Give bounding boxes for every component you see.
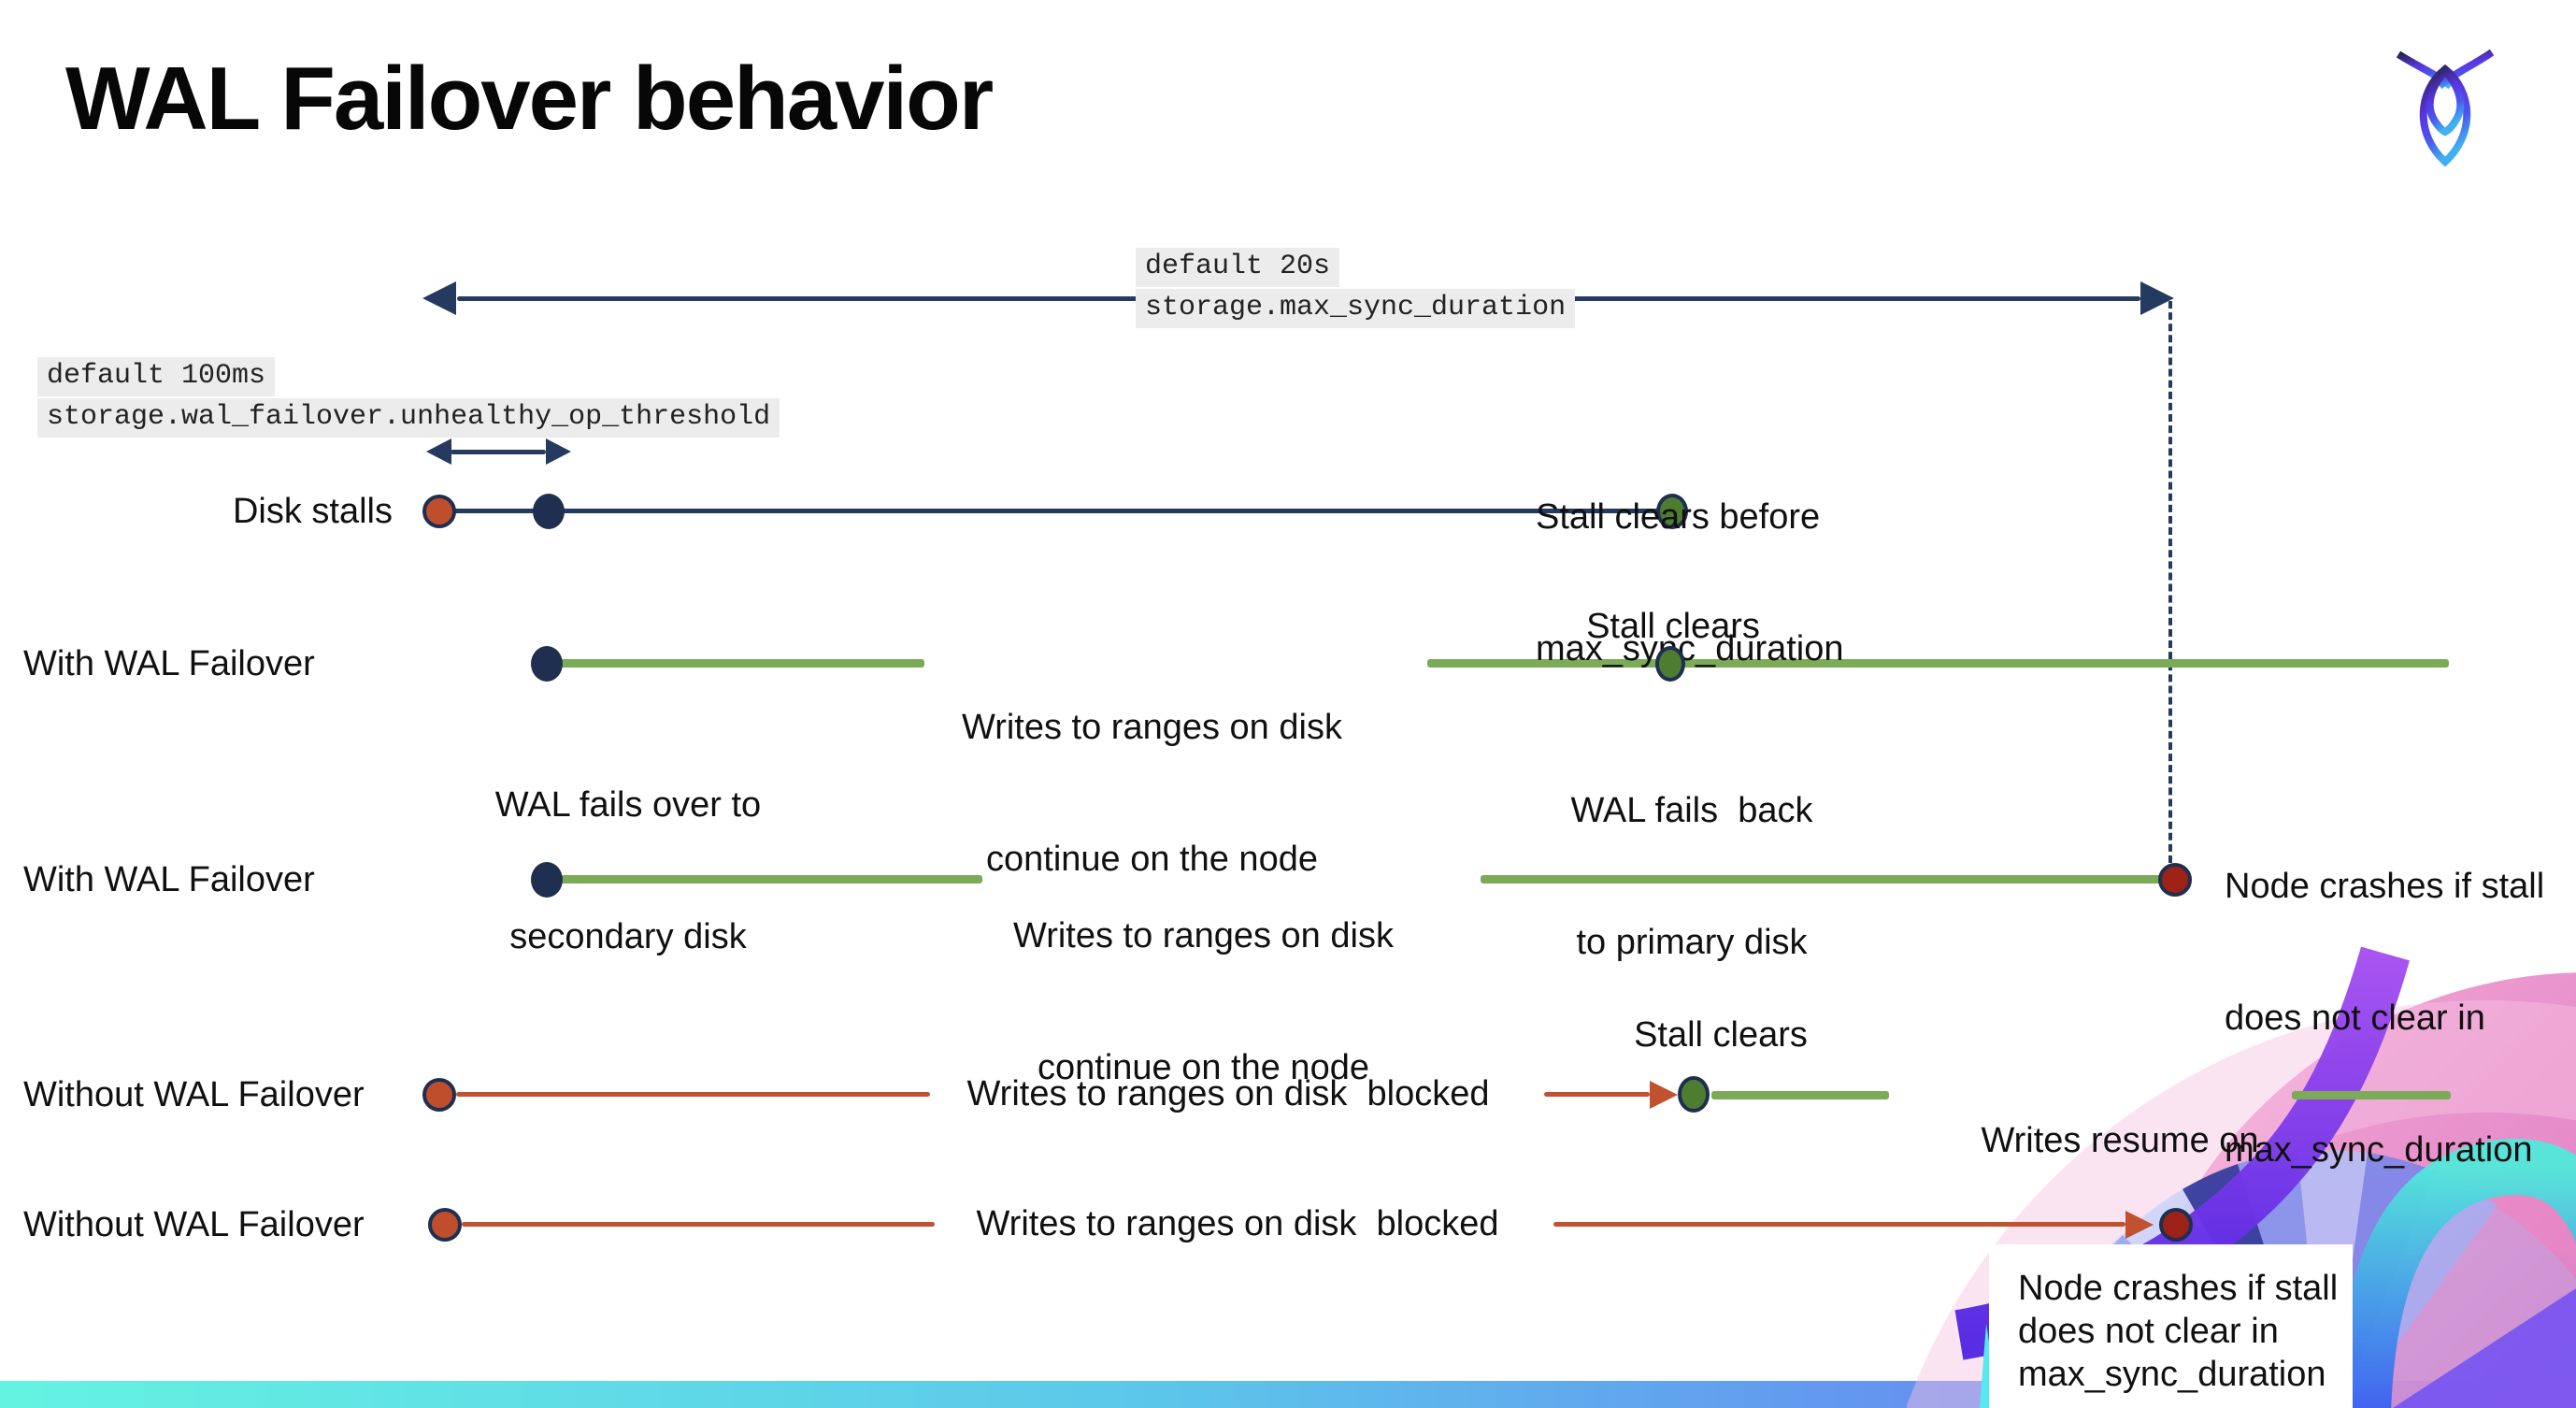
max-sync-duration-callout: default 20s storage.max_sync_duration <box>1136 248 1576 330</box>
cockroachdb-logo-icon <box>2396 49 2495 167</box>
page-title: WAL Failover behavior <box>65 49 994 149</box>
stall-start-dot <box>422 495 456 528</box>
blocked-writes-line <box>1553 1222 2125 1227</box>
stall-clears-before-annotation: Stall clears before max_sync_duration <box>1536 497 1844 668</box>
healthy-writes-line <box>561 659 924 668</box>
stall-start-dot <box>428 1208 462 1242</box>
threshold-span-line <box>451 450 546 454</box>
healthy-writes-line <box>1427 659 2449 668</box>
wal-fails-over-annotation: WAL fails over to secondary disk <box>494 785 762 956</box>
node-crash-annotation: Node crashes if stall does not clear in … <box>2225 867 2545 1170</box>
healthy-writes-line <box>1481 875 2175 884</box>
arrowhead-right-icon <box>546 438 571 465</box>
red-arrowhead-icon <box>2125 1211 2154 1239</box>
healthy-writes-line <box>561 875 982 884</box>
writes-blocked-annotation: Writes to ranges on disk blocked <box>976 1204 1499 1243</box>
writes-continue-annotation: Writes to ranges on disk continue on the… <box>962 708 1342 879</box>
row-label-without-wal-failover: Without WAL Failover <box>23 1075 365 1114</box>
node-crash-dot <box>2159 1208 2193 1242</box>
writes-continue-annotation: Writes to ranges on disk continue on the… <box>1013 916 1394 1087</box>
failover-dot <box>531 862 563 898</box>
row-label-with-wal-failover: With WAL Failover <box>23 644 315 683</box>
node-crash-card: Node crashes if stall does not clear in … <box>1989 1244 2353 1408</box>
row-label-without-wal-failover: Without WAL Failover <box>23 1205 365 1244</box>
disk-stall-timeline <box>439 509 1673 513</box>
stall-clears-dot <box>1656 494 1688 529</box>
red-arrowhead-icon <box>1650 1081 1678 1109</box>
stall-start-dot <box>422 1078 456 1112</box>
node-crash-dot <box>2158 863 2192 897</box>
row-label-disk-stalls: Disk stalls <box>232 492 393 531</box>
resumed-writes-line <box>1711 1091 1889 1099</box>
stall-clears-dot <box>1678 1076 1710 1113</box>
stall-clears-dot <box>1655 646 1685 682</box>
threshold-reached-dot <box>533 494 565 529</box>
resumed-writes-line <box>2292 1091 2451 1099</box>
blocked-writes-line <box>462 1222 935 1227</box>
max-sync-deadline-dashed-line <box>2168 301 2172 863</box>
writes-blocked-annotation: Writes to ranges on disk blocked <box>966 1074 1490 1113</box>
row-label-with-wal-failover: With WAL Failover <box>23 860 315 899</box>
callout-line: storage.max_sync_duration <box>1136 289 1576 328</box>
stall-clears-annotation: Stall clears <box>1634 1015 1808 1055</box>
callout-line: storage.wal_failover.unhealthy_op_thresh… <box>37 398 780 438</box>
wal-fails-back-annotation: WAL fails back to primary disk <box>1570 791 1813 962</box>
stall-clears-annotation: Stall clears <box>1586 607 1760 646</box>
callout-line: default 100ms <box>37 357 276 396</box>
unhealthy-op-threshold-callout: default 100ms storage.wal_failover.unhea… <box>37 357 780 439</box>
arrowhead-left-icon <box>422 281 456 315</box>
blocked-writes-line <box>456 1092 930 1097</box>
callout-line: default 20s <box>1136 248 1340 287</box>
blocked-writes-line <box>1544 1092 1650 1097</box>
arrowhead-left-icon <box>426 438 451 465</box>
failover-dot <box>531 646 563 682</box>
